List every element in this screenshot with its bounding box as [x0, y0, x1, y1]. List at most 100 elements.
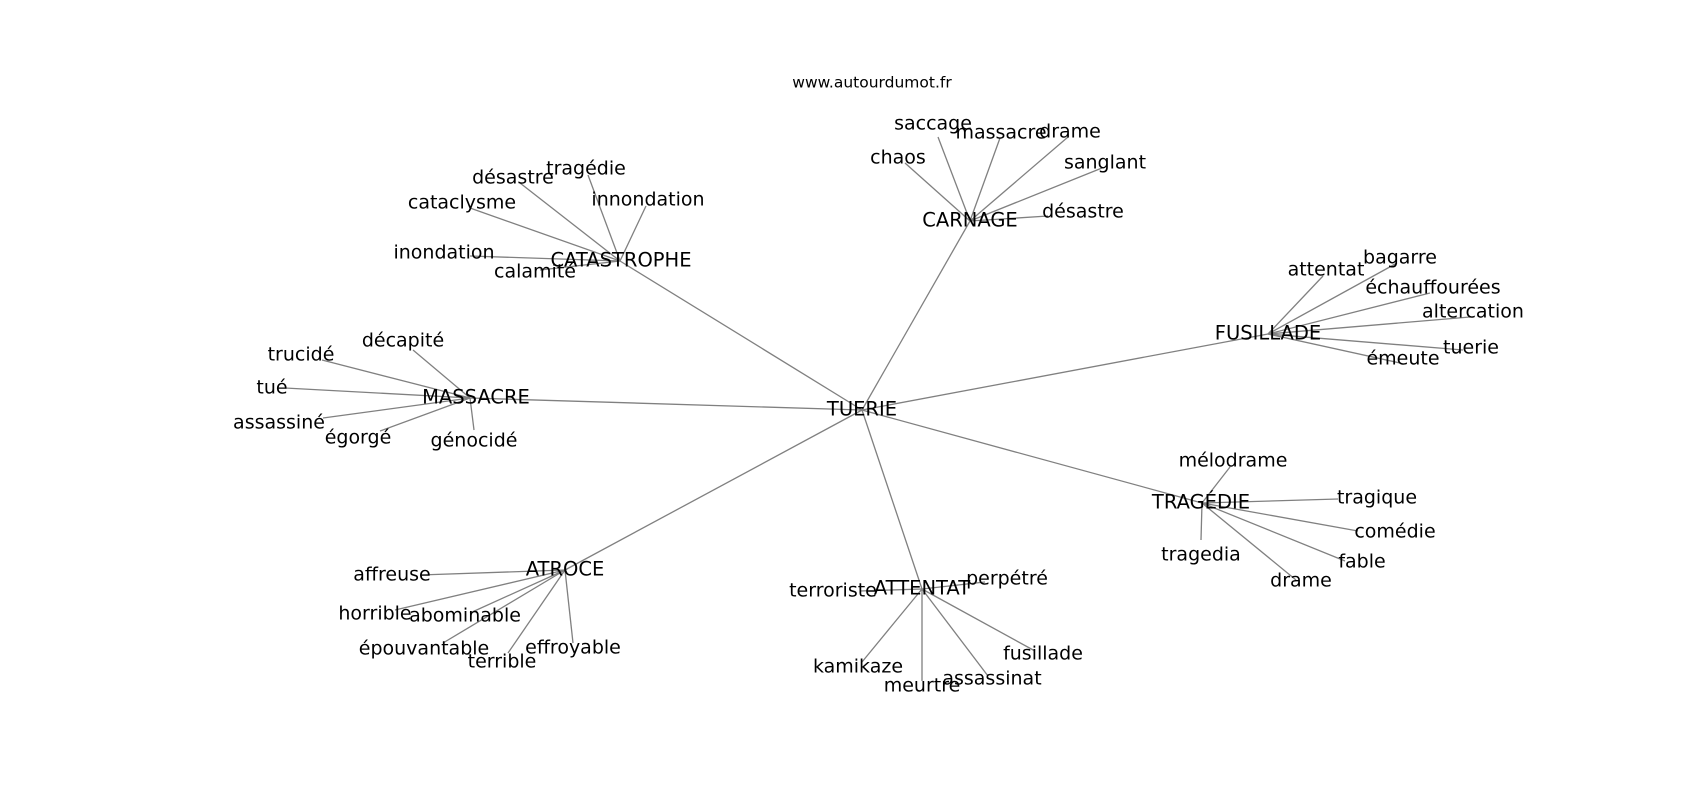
word-node-carnage-4: sanglant: [1064, 152, 1146, 174]
edge-atroce-0: [419, 569, 566, 576]
word-node-fusillade-5: émeute: [1366, 348, 1439, 370]
edge-massacre-3: [322, 397, 471, 419]
word-node-catastrophe-3: innondation: [591, 189, 704, 211]
word-node-carnage-0: chaos: [870, 147, 926, 169]
cluster-node-carnage: CARNAGE: [922, 209, 1018, 232]
word-node-catastrophe-1: tragédie: [546, 158, 626, 180]
edge-fusillade-1: [1267, 262, 1398, 335]
edge-center-attentat: [861, 409, 923, 590]
word-node-massacre-3: assassiné: [233, 412, 325, 434]
edge-center-tragedie: [861, 409, 1203, 504]
edge-center-carnage: [861, 220, 971, 411]
edge-massacre-4: [379, 397, 471, 432]
edge-attentat-1: [921, 581, 986, 590]
edge-catastrophe-2: [469, 207, 621, 262]
edge-atroce-1: [394, 569, 566, 611]
edge-atroce-3: [442, 569, 566, 644]
word-node-carnage-1: saccage: [894, 113, 972, 135]
edge-carnage-1: [937, 136, 971, 222]
edge-tragedie-2: [1201, 502, 1359, 532]
word-node-catastrophe-4: inondation: [393, 242, 494, 264]
edge-tragedie-3: [1201, 502, 1346, 562]
edge-tragedie-1: [1201, 498, 1339, 504]
word-node-attentat-3: meurtre: [884, 675, 961, 697]
word-node-atroce-1: horrible: [338, 603, 411, 625]
word-node-attentat-2: kamikaze: [813, 656, 903, 678]
cluster-node-attentat: ATTENTAT: [874, 577, 970, 600]
edge-massacre-2: [284, 387, 471, 399]
edge-attentat-4: [921, 588, 989, 677]
word-node-carnage-2: massacre: [955, 122, 1046, 144]
word-node-attentat-4: assassinat: [942, 668, 1041, 690]
edge-massacre-0: [321, 359, 471, 399]
graph-labels: www.autourdumot.fr TUERIE CARNAGE chaos sa…: [233, 74, 1524, 697]
edge-massacre-5: [469, 397, 475, 431]
edge-tragedie-5: [1200, 502, 1203, 541]
edge-carnage-4: [969, 167, 1103, 222]
edge-carnage-0: [904, 162, 971, 222]
edge-carnage-2: [969, 137, 1001, 222]
source-watermark: www.autourdumot.fr: [792, 74, 952, 92]
word-node-catastrophe-2: cataclysme: [408, 192, 516, 214]
edge-center-fusillade: [861, 333, 1269, 411]
edge-massacre-1: [412, 349, 471, 399]
word-node-massacre-4: égorgé: [325, 427, 392, 449]
edge-atroce-2: [469, 569, 566, 614]
word-node-fusillade-3: altercation: [1422, 301, 1524, 323]
word-node-attentat-1: perpétré: [966, 568, 1048, 590]
edge-fusillade-0: [1267, 275, 1324, 335]
word-node-carnage-5: désastre: [1042, 201, 1124, 223]
edge-atroce-4: [507, 569, 566, 654]
word-node-atroce-2: abominable: [409, 605, 521, 627]
cluster-node-catastrophe: CATASTROPHE: [550, 249, 691, 272]
cluster-node-massacre: MASSACRE: [422, 386, 530, 409]
edge-tragedie-4: [1201, 502, 1297, 581]
edge-attentat-2: [861, 588, 923, 663]
edge-attentat-5: [921, 588, 1036, 652]
edge-fusillade-2: [1267, 292, 1431, 335]
word-node-tragedie-3: fable: [1338, 551, 1385, 573]
word-node-carnage-3: drame: [1039, 121, 1101, 143]
edge-catastrophe-1: [587, 174, 621, 262]
cluster-node-atroce: ATROCE: [526, 558, 605, 581]
edge-fusillade-4: [1267, 333, 1464, 351]
word-node-tragedie-5: tragedia: [1161, 544, 1241, 566]
edge-carnage-5: [969, 215, 1049, 222]
word-node-massacre-0: trucidé: [268, 344, 335, 366]
word-node-tragedie-0: mélodrame: [1179, 450, 1288, 472]
edge-fusillade-3: [1267, 316, 1471, 335]
edge-center-catastrophe: [619, 260, 863, 411]
edge-atroce-5: [564, 569, 574, 644]
word-node-catastrophe-0: désastre: [472, 167, 554, 189]
cluster-node-fusillade: FUSILLADE: [1215, 322, 1321, 345]
word-node-tragedie-4: drame: [1270, 570, 1332, 592]
word-node-attentat-5: fusillade: [1003, 643, 1083, 665]
edge-center-massacre: [469, 397, 863, 411]
word-node-atroce-3: épouvantable: [359, 638, 489, 660]
word-node-fusillade-4: tuerie: [1443, 337, 1499, 359]
word-node-massacre-2: tué: [256, 377, 287, 399]
word-node-massacre-5: génocidé: [431, 430, 518, 452]
word-node-attentat-0: terroriste: [789, 580, 877, 602]
word-node-catastrophe-5: calamité: [494, 261, 576, 283]
edge-carnage-3: [969, 136, 1069, 222]
word-node-tragedie-2: comédie: [1354, 521, 1435, 543]
word-node-massacre-1: décapité: [362, 330, 444, 352]
word-node-fusillade-2: échauffourées: [1365, 277, 1500, 299]
center-node-label: TUERIE: [826, 398, 897, 421]
edge-center-atroce: [564, 409, 863, 571]
edge-catastrophe-4: [469, 255, 621, 262]
edge-catastrophe-0: [519, 182, 621, 262]
graph-edges: [284, 136, 1471, 681]
word-node-fusillade-1: bagarre: [1363, 247, 1437, 269]
word-node-atroce-4: terrible: [468, 651, 537, 673]
edge-attentat-0: [859, 588, 923, 592]
cluster-node-tragedie: TRAGÉDIE: [1151, 491, 1250, 514]
word-node-tragedie-1: tragique: [1337, 487, 1417, 509]
edge-catastrophe-5: [539, 260, 621, 271]
word-node-atroce-0: affreuse: [353, 564, 430, 586]
word-node-fusillade-0: attentat: [1288, 259, 1365, 281]
word-node-atroce-5: effroyable: [525, 637, 621, 659]
edge-catastrophe-3: [619, 205, 647, 262]
